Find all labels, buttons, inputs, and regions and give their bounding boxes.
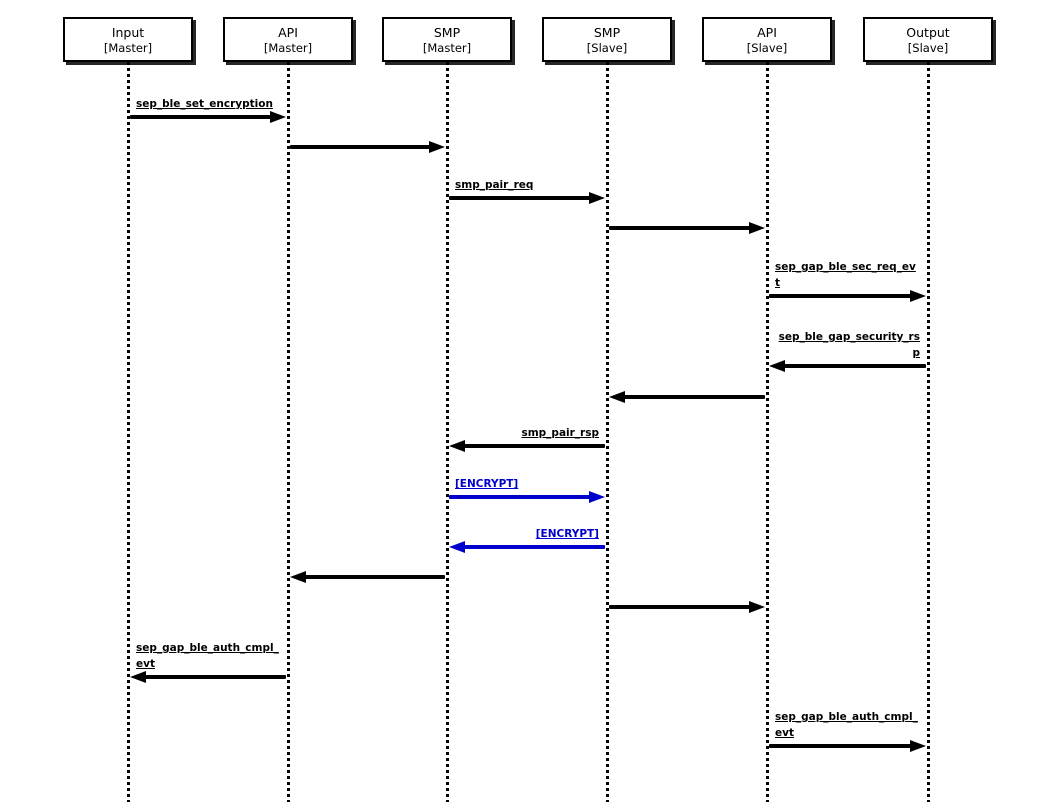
actor-box-smp-slave: SMP[Slave] <box>542 17 672 62</box>
message-line <box>300 575 445 579</box>
message-label: sep_ble_gap_security_rsp <box>778 331 920 359</box>
message-line <box>619 395 765 399</box>
message-line <box>609 605 755 609</box>
arrow-head <box>290 571 306 583</box>
message-line <box>290 145 435 149</box>
actor-box-output-slave: Output[Slave] <box>863 17 993 62</box>
arrow-head <box>589 192 605 204</box>
message-line <box>130 115 276 119</box>
message-label: sep_gap_ble_auth_cmpl_evt <box>775 711 918 739</box>
lifeline-smp-master <box>446 62 449 802</box>
lifeline-api-slave <box>766 62 769 802</box>
arrow-head <box>769 360 785 372</box>
message-line <box>779 364 926 368</box>
message-line <box>449 196 595 200</box>
arrow-head <box>449 541 465 553</box>
message-label: sep_ble_set_encryption <box>136 98 273 110</box>
actor-box-api-slave: API[Slave] <box>702 17 832 62</box>
actor-title-smp-slave: SMP <box>593 24 621 40</box>
arrow-head <box>749 601 765 613</box>
actor-subtitle-api-master: [Master] <box>263 40 313 55</box>
arrow-head <box>589 491 605 503</box>
message-line <box>459 545 605 549</box>
arrow-head <box>130 671 146 683</box>
actor-subtitle-api-slave: [Slave] <box>746 40 788 55</box>
actor-box-input-master: Input[Master] <box>63 17 193 62</box>
actor-title-smp-master: SMP <box>433 24 461 40</box>
actor-title-input-master: Input <box>111 24 145 40</box>
arrow-head <box>429 141 445 153</box>
actor-box-api-master: API[Master] <box>223 17 353 62</box>
actor-title-api-master: API <box>278 24 298 40</box>
actor-subtitle-smp-master: [Master] <box>422 40 472 55</box>
actor-subtitle-input-master: [Master] <box>103 40 153 55</box>
message-label: [ENCRYPT] <box>455 478 519 490</box>
message-line <box>459 444 605 448</box>
lifeline-smp-slave <box>606 62 609 802</box>
message-label: smp_pair_rsp <box>521 427 599 439</box>
actor-title-output-slave: Output <box>906 24 950 40</box>
arrow-head <box>449 440 465 452</box>
message-label: [ENCRYPT] <box>535 528 599 540</box>
arrow-head <box>609 391 625 403</box>
message-label: sep_gap_ble_auth_cmpl_evt <box>136 642 279 670</box>
message-line <box>140 675 286 679</box>
message-line <box>769 294 916 298</box>
lifeline-input-master <box>127 62 130 802</box>
lifeline-api-master <box>287 62 290 802</box>
message-line <box>769 744 916 748</box>
actor-subtitle-output-slave: [Slave] <box>907 40 949 55</box>
arrow-head <box>910 740 926 752</box>
message-label: smp_pair_req <box>455 179 534 191</box>
actor-title-api-slave: API <box>757 24 777 40</box>
message-line <box>609 226 755 230</box>
actor-box-smp-master: SMP[Master] <box>382 17 512 62</box>
message-label: sep_gap_ble_sec_req_evt <box>775 261 916 289</box>
arrow-head <box>270 111 286 123</box>
arrow-head <box>910 290 926 302</box>
arrow-head <box>749 222 765 234</box>
actor-subtitle-smp-slave: [Slave] <box>586 40 628 55</box>
message-line <box>449 495 595 499</box>
lifeline-output-slave <box>927 62 930 802</box>
